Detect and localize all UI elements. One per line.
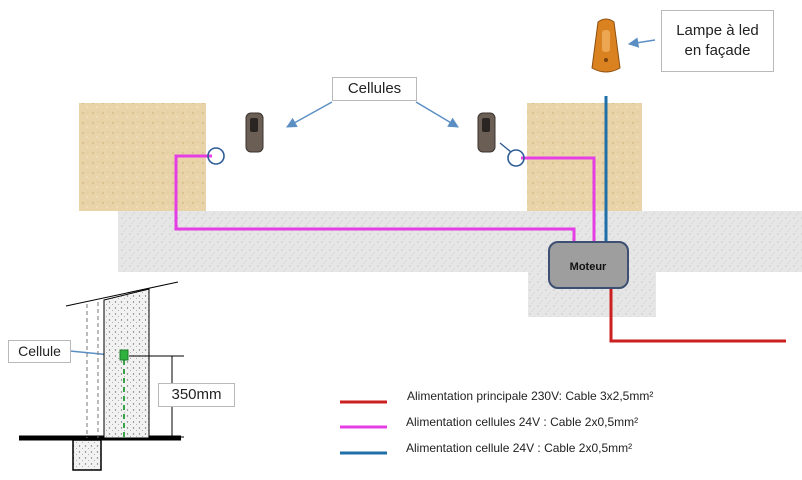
arrow-cells-left — [286, 101, 333, 128]
arrow-cells-right — [415, 101, 459, 128]
section-footing — [72, 439, 102, 471]
led-lamp-icon — [591, 18, 621, 73]
left-photocell-icon — [245, 112, 264, 153]
lamp-callout: Lampe à led en façade — [661, 10, 774, 72]
cells-callout: Cellules — [332, 77, 417, 101]
left-cell-marker — [207, 147, 225, 165]
right-photocell-icon — [477, 112, 496, 153]
main-power-cable — [609, 288, 786, 343]
cells-cable-right — [521, 156, 596, 242]
section-wall — [103, 288, 150, 439]
motor-box — [548, 241, 629, 289]
legend-label-cells: Alimentation cellules 24V : Cable 2x0,5m… — [406, 415, 639, 429]
right-cell-connector — [499, 142, 512, 153]
legend-label-cell: Alimentation cellule 24V : Cable 2x0,5mm… — [406, 441, 633, 455]
arrow-lamp — [627, 37, 656, 48]
cell-callout: Cellule — [8, 340, 71, 363]
right-cell-marker — [507, 149, 525, 167]
ground-band — [118, 211, 802, 272]
legend-label-main: Alimentation principale 230V: Cable 3x2,… — [407, 389, 654, 403]
height-dimension-label: 350mm — [158, 383, 235, 407]
motor-label: Moteur — [570, 261, 607, 273]
section-cell-icon — [119, 349, 129, 361]
cells-cable-left — [174, 154, 576, 242]
section-roof-line — [65, 281, 179, 307]
